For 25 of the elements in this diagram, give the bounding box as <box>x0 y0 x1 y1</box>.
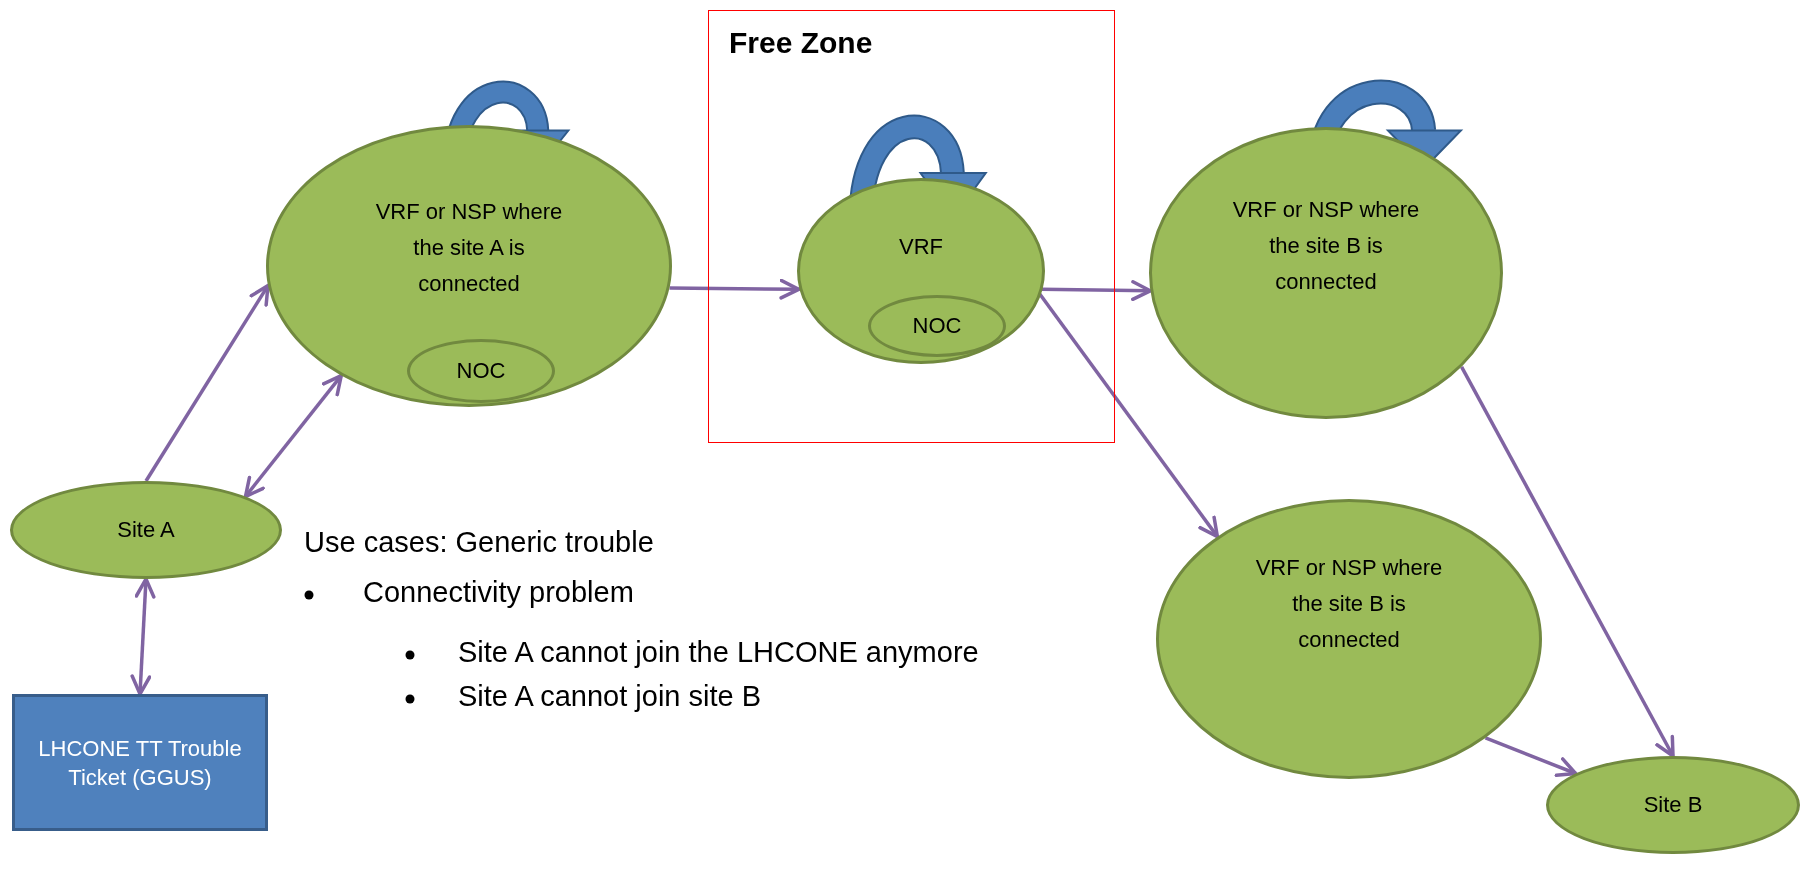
arrow <box>144 283 270 482</box>
bullet-text: Connectivity problem <box>363 576 634 609</box>
ellipse-node <box>407 339 555 403</box>
node-label: LHCONE TT Trouble Ticket (GGUS) <box>37 734 243 792</box>
zone-title: Free Zone <box>729 25 873 61</box>
ellipse-node <box>868 295 1006 357</box>
node-label: VRF <box>899 233 943 261</box>
arrow <box>1041 280 1153 302</box>
node-label: Site A <box>117 516 175 544</box>
arrow <box>243 373 343 499</box>
node-label: Site B <box>1643 791 1703 819</box>
node-label: NOC <box>912 312 962 340</box>
node-label: VRF or NSP where the site A is connected <box>374 198 564 298</box>
node-label: VRF or NSP where the site B is connected <box>1254 554 1444 654</box>
process-box <box>12 694 268 831</box>
arrow <box>1484 736 1578 777</box>
bullet-text: Site A cannot join site B <box>458 680 762 713</box>
arrow <box>130 577 156 696</box>
zone-frame <box>708 10 1115 443</box>
arrow <box>1460 366 1675 758</box>
arrow <box>669 278 801 300</box>
node-label: NOC <box>456 357 506 385</box>
bullet-text: Site A cannot join the LHCONE anymore <box>458 636 979 669</box>
heading-text: Use cases: Generic trouble <box>304 526 654 559</box>
node-label: VRF or NSP where the site B is connected <box>1231 196 1421 296</box>
